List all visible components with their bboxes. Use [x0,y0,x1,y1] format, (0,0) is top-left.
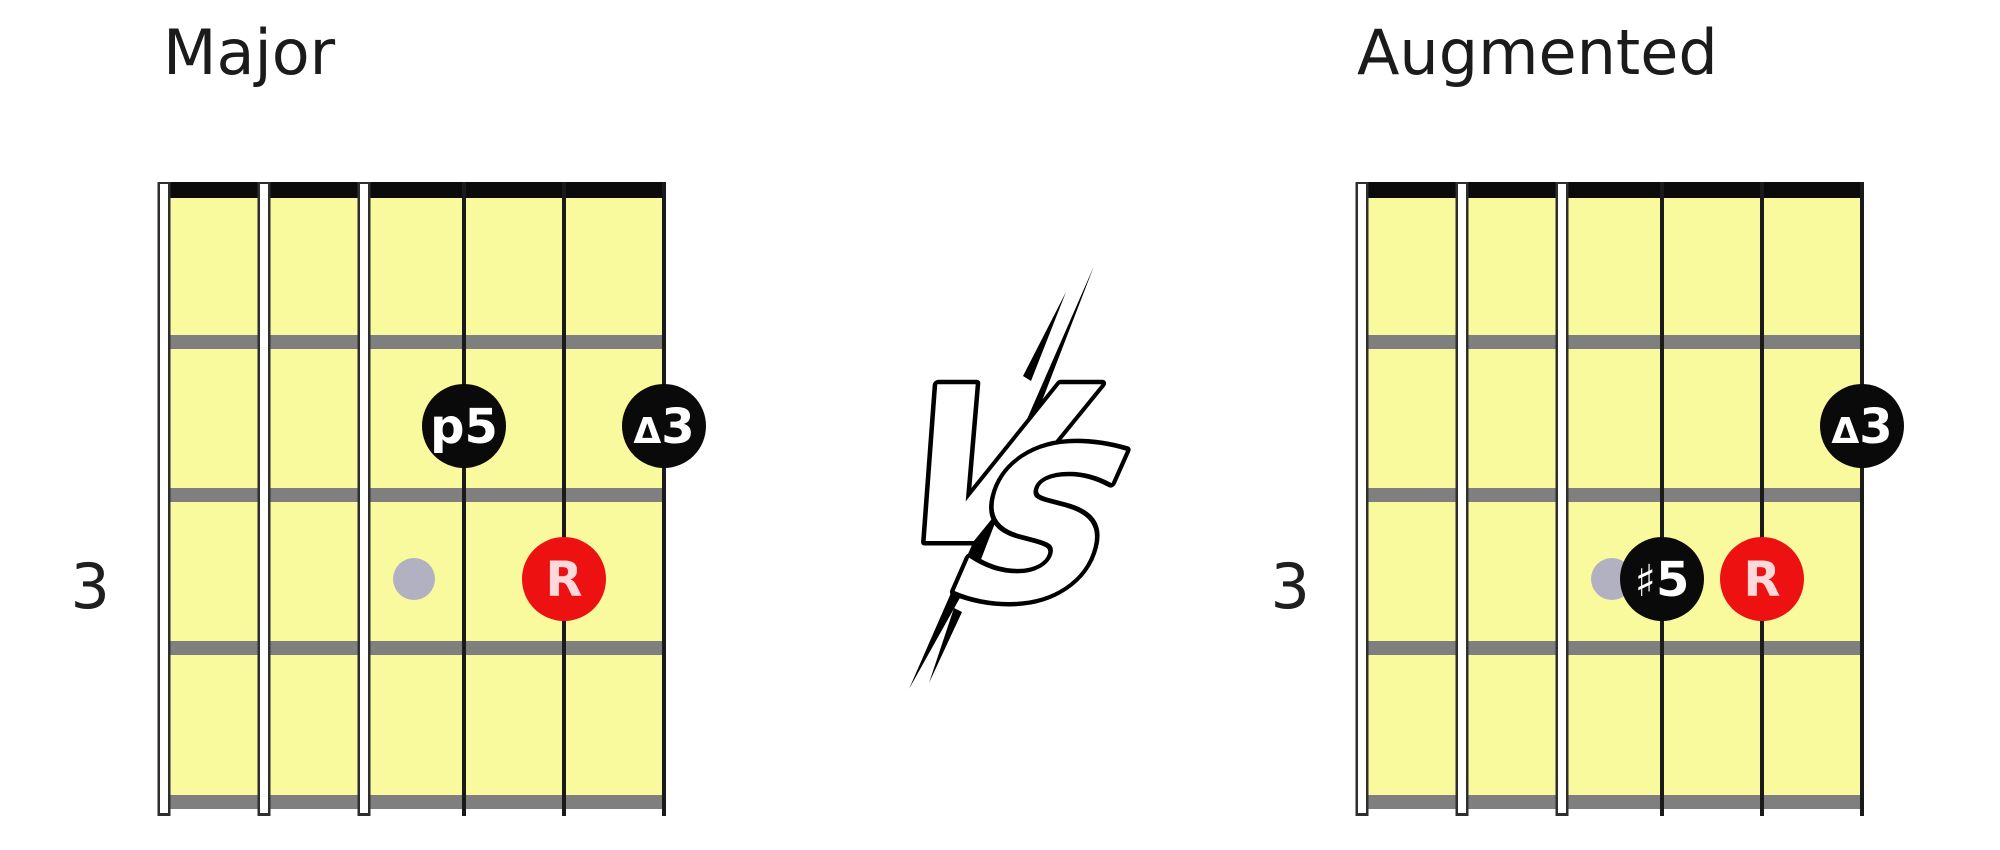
string-line-4 [1660,182,1664,816]
note-circle-R [1720,537,1804,621]
note-label-Δ3: Δ3 [633,399,694,455]
vs-top-accent-slash [1023,292,1066,381]
open-string-1 [1358,184,1366,813]
string-line-6 [662,182,666,816]
vs-graphic: V S [865,266,1153,689]
note-label-Δ3: Δ3 [1831,399,1892,455]
note-label-♯5: ♯5 [1635,552,1690,608]
open-string-2 [260,184,268,813]
string-line-5 [562,182,566,816]
right-fret-number: 3 [1270,550,1310,623]
string-line-6 [1860,182,1864,816]
fret-wire-1 [164,335,664,349]
note-circle-p5 [422,384,506,468]
note-circle-♯5 [1620,537,1704,621]
note-circle-Δ3 [1820,384,1904,468]
open-string-1 [160,184,168,813]
fret-wire-1 [1362,335,1862,349]
note-label-p5: p5 [430,399,498,455]
board-bottom-bar [1362,795,1862,809]
open-string-3 [1558,184,1566,813]
note-label-R: R [1744,552,1781,608]
string-line-5 [1760,182,1764,816]
left-fret-number: 3 [70,550,110,623]
note-circle-R [522,537,606,621]
left-chord-title: Major [163,16,336,89]
vs-main-slash [909,266,1094,689]
right-chord-title: Augmented [1357,16,1718,89]
nut-bar [1360,182,1864,198]
note-circle-Δ3 [622,384,706,468]
board-bottom-bar [164,795,664,809]
fret-wire-3 [1362,641,1862,655]
nut-bar [162,182,666,198]
fret-marker-dot [393,558,435,600]
fret-wire-2 [1362,488,1862,502]
right-fretboard-diagram: Δ3 ♯5 R [1355,182,1904,816]
open-string-2 [1458,184,1466,813]
string-line-4 [462,182,466,816]
vs-bottom-accent-slash [929,608,962,683]
note-label-R: R [546,552,583,608]
left-fretboard-diagram: p5 Δ3R [157,182,706,816]
fret-wire-2 [164,488,664,502]
open-string-3 [360,184,368,813]
fret-wire-3 [164,641,664,655]
